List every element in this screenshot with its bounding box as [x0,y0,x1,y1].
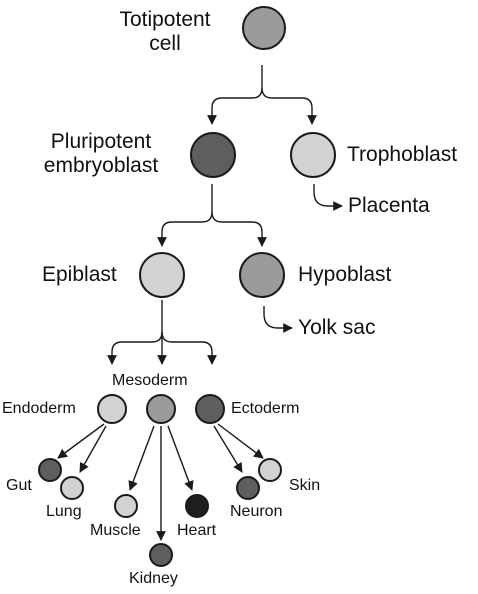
hypoblast-label: Hypoblast [298,263,392,286]
pluripotent-embryoblast-circle [190,132,236,178]
lung-label: Lung [46,503,82,520]
mesoderm-to-muscle-arrow [128,425,155,491]
ectoderm-to-neuron-arrow [213,425,243,473]
skin-label: Skin [289,477,321,494]
skin-circle [258,458,282,482]
hypoblast-to-yolk-sac-arrow [263,306,293,333]
trophoblast-label: Trophoblast [347,143,458,166]
totipotent-to-trophoblast-arrow [261,87,317,125]
ectoderm-to-skin-arrow [217,423,264,459]
heart-label: Heart [177,522,217,539]
pluripotent-embryoblast-label: Pluripotent embryoblast [43,130,159,178]
epiblast-circle [139,252,185,298]
epiblast-label: Epiblast [42,263,117,286]
endoderm-to-lung-arrow [79,425,107,473]
muscle-circle [114,494,138,518]
heart-circle [185,494,209,518]
endoderm-to-gut-arrow [57,423,105,459]
epiblast-to-endoderm-arrow [107,300,163,365]
totipotent-cell-label: Totipotent cell [119,8,211,56]
gut-label: Gut [6,477,32,494]
mesoderm-circle [146,394,176,424]
hypoblast-circle [239,252,285,298]
lung-circle [60,476,84,500]
endoderm-circle [97,394,127,424]
trophoblast-circle [290,132,336,178]
muscle-label: Muscle [90,522,141,539]
gut-circle [38,458,62,482]
neuron-label: Neuron [230,503,283,520]
mesoderm-to-heart-arrow [167,425,194,491]
yolk-sac-label: Yolk sac [298,316,376,339]
ectoderm-circle [195,394,225,424]
totipotent-cell-circle [242,6,286,50]
neuron-circle [236,476,260,500]
ectoderm-label: Ectoderm [231,400,300,417]
kidney-circle [149,543,173,567]
kidney-label: Kidney [129,570,178,587]
epiblast-to-ectoderm-arrow [161,331,217,365]
pluripotent-to-hypoblast-arrow [211,211,267,247]
totipotent-to-pluripotent-arrow [207,65,263,125]
pluripotent-to-epiblast-arrow [157,184,213,247]
mesoderm-label: Mesoderm [112,372,188,389]
trophoblast-to-placenta-arrow [313,184,343,211]
endoderm-label: Endoderm [2,400,76,417]
placenta-label: Placenta [348,194,430,217]
